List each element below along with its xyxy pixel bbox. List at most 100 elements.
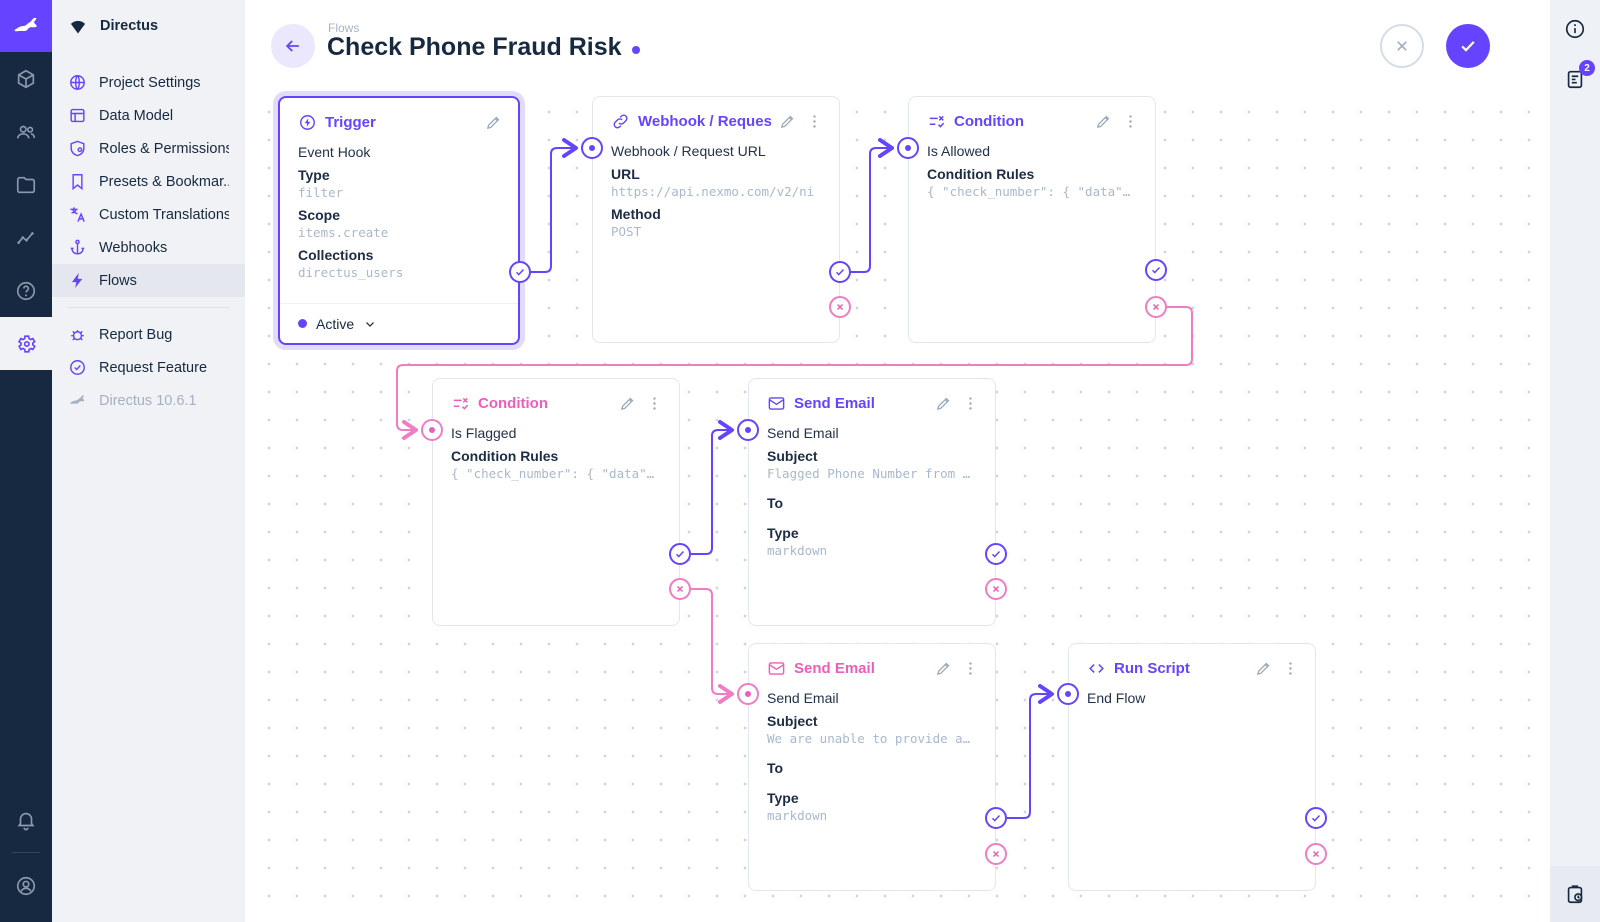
insights-module-icon[interactable] (0, 211, 52, 264)
sidebar-item-presets-bookmarks[interactable]: Presets & Bookmar... (52, 165, 245, 198)
field-value: directus_users (298, 265, 404, 280)
canvas-header: Flows Check Phone Fraud Risk (245, 0, 1550, 88)
directus-logo[interactable] (0, 0, 52, 52)
sidebar-item-data-model[interactable]: Data Model (52, 99, 245, 132)
field-label: To (767, 495, 784, 511)
connector-resolve[interactable] (829, 261, 851, 283)
field-label: Subject (767, 448, 818, 464)
connector-input[interactable] (581, 137, 603, 159)
flow-canvas[interactable]: Flows Check Phone Fraud Risk (245, 0, 1550, 922)
edit-pencil-icon[interactable] (485, 114, 502, 131)
send-email-flagged-panel[interactable]: Send Email Send Email Subject Flagged Ph… (748, 378, 996, 626)
edit-pencil-icon[interactable] (935, 660, 952, 677)
sidebar-item-label: Roles & Permissions (99, 140, 229, 157)
edit-pencil-icon[interactable] (1095, 113, 1112, 130)
check-icon (1461, 41, 1475, 52)
trigger-panel[interactable]: Trigger Event Hook Type filter Scope ite… (278, 96, 520, 345)
field-value: markdown (767, 543, 828, 558)
notifications-icon-button[interactable] (0, 793, 52, 846)
condition-flagged-panel[interactable]: Condition Is Flagged Condition Rules { "… (432, 378, 680, 626)
translate-icon (70, 207, 85, 222)
operation-name: Is Allowed (927, 143, 991, 159)
user-avatar-button[interactable] (0, 859, 52, 912)
mail-icon (768, 397, 785, 410)
sidebar-item-project-settings[interactable]: Project Settings (52, 66, 245, 99)
sidebar-item-request-feature[interactable]: Request Feature (52, 351, 245, 384)
files-module-icon[interactable] (0, 158, 52, 211)
connector-input[interactable] (421, 419, 443, 441)
mail-icon (768, 662, 785, 675)
revisions-sidebar-button[interactable] (1550, 866, 1600, 922)
connector-reject[interactable] (669, 578, 691, 600)
status-label: Active (316, 315, 355, 332)
version-label: Directus 10.6.1 (52, 384, 245, 417)
flow-status-toggle[interactable]: Active (280, 303, 518, 343)
bell-icon (17, 812, 35, 830)
condition-allowed-panel[interactable]: Condition Is Allowed Condition Rules { "… (908, 96, 1156, 343)
connector-resolve[interactable] (1145, 259, 1167, 281)
panel-title: Webhook / Request URL (638, 113, 771, 130)
field-value: filter (298, 185, 344, 200)
project-name: Directus (100, 18, 159, 34)
sidebar-item-flows[interactable]: Flows (52, 264, 245, 297)
globe-icon (70, 75, 85, 90)
connector-resolve[interactable] (1305, 807, 1327, 829)
edit-pencil-icon[interactable] (1255, 660, 1272, 677)
connector-resolve[interactable] (509, 261, 531, 283)
more-menu-icon[interactable] (1282, 660, 1299, 677)
sidebar-item-label: Flows (99, 272, 137, 289)
activity-sidebar-button[interactable]: 2 (1550, 54, 1600, 104)
connector-reject[interactable] (829, 296, 851, 318)
connector-resolve[interactable] (669, 543, 691, 565)
docs-module-icon[interactable] (0, 264, 52, 317)
save-button[interactable] (1446, 24, 1490, 68)
content-module-icon[interactable] (0, 52, 52, 105)
more-menu-icon[interactable] (806, 113, 823, 130)
connector-resolve[interactable] (985, 807, 1007, 829)
connector-resolve[interactable] (985, 543, 1007, 565)
connector-input[interactable] (737, 419, 759, 441)
more-menu-icon[interactable] (1122, 113, 1139, 130)
project-header[interactable]: Directus (52, 0, 245, 52)
cancel-button[interactable] (1380, 24, 1424, 68)
link-icon (613, 114, 628, 129)
sidebar-item-webhooks[interactable]: Webhooks (52, 231, 245, 264)
connector-input[interactable] (1057, 683, 1079, 705)
more-menu-icon[interactable] (962, 660, 979, 677)
connector-reject[interactable] (1145, 296, 1167, 318)
more-menu-icon[interactable] (646, 395, 663, 412)
page-title: Check Phone Fraud Risk (327, 33, 640, 62)
notification-badge: 2 (1579, 60, 1595, 76)
field-value: https://api.nexmo.com/v2/ni (611, 184, 815, 199)
send-email-unable-panel[interactable]: Send Email Send Email Subject We are una… (748, 643, 996, 891)
connector-reject[interactable] (985, 843, 1007, 865)
edit-pencil-icon[interactable] (935, 395, 952, 412)
condition-rules-icon (929, 115, 945, 128)
connector-reject[interactable] (1305, 843, 1327, 865)
connector-input[interactable] (737, 683, 759, 705)
panel-title: Trigger (325, 114, 376, 131)
settings-nav-panel: Directus Project Settings Data Model Rol… (52, 0, 245, 922)
users-module-icon[interactable] (0, 105, 52, 158)
panel-title: Send Email (794, 395, 875, 412)
sidebar-item-roles-permissions[interactable]: Roles & Permissions (52, 132, 245, 165)
activity-icon (17, 231, 34, 244)
run-script-panel[interactable]: Run Script End Flow (1068, 643, 1316, 891)
edit-pencil-icon[interactable] (779, 113, 796, 130)
sidebar-item-report-bug[interactable]: Report Bug (52, 318, 245, 351)
webhook-panel[interactable]: Webhook / Request URL Webhook / Request … (592, 96, 840, 343)
field-label: Type (767, 525, 799, 541)
operation-name: Webhook / Request URL (611, 143, 766, 159)
connector-reject[interactable] (985, 578, 1007, 600)
field-value: POST (611, 224, 642, 239)
connector-input[interactable] (897, 137, 919, 159)
breadcrumb[interactable]: Flows (328, 21, 360, 35)
edit-pencil-icon[interactable] (619, 395, 636, 412)
right-sidebar: 2 (1550, 0, 1600, 922)
info-sidebar-button[interactable] (1550, 4, 1600, 54)
rabbit-small-icon (70, 395, 85, 404)
back-button[interactable] (271, 24, 315, 68)
settings-module-icon[interactable] (0, 317, 52, 370)
more-menu-icon[interactable] (962, 395, 979, 412)
sidebar-item-custom-translations[interactable]: Custom Translations (52, 198, 245, 231)
